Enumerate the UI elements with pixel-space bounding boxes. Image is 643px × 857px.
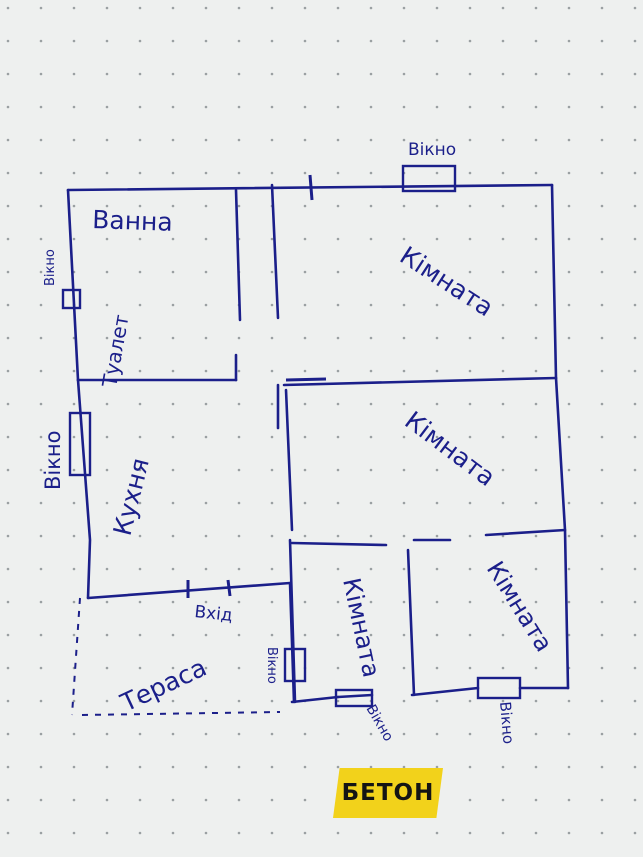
window-label-top: Вікно (408, 140, 456, 160)
window-top-icon (401, 164, 457, 193)
brand-stamp-text: БЕТОН (341, 780, 435, 806)
window-label-bottom-right: Вікно (496, 701, 518, 745)
windows (61, 164, 522, 708)
walls (66, 183, 570, 704)
room-label-bath: Ванна (92, 205, 173, 237)
window-bottom-middle-icon (334, 688, 374, 708)
brand-stamp: БЕТОН (333, 768, 443, 818)
window-kitchen-icon (68, 411, 92, 477)
wall-marks (186, 174, 327, 598)
window-bottom-right-icon (476, 676, 522, 700)
window-label-left-small: Вікно (43, 249, 58, 286)
window-terrace-icon (283, 647, 307, 683)
entrance-label: Вхід (193, 602, 233, 626)
window-label-kitchen: Вікно (41, 430, 65, 490)
window-left-small-icon (61, 288, 82, 310)
window-label-terrace: Вікно (264, 647, 279, 684)
